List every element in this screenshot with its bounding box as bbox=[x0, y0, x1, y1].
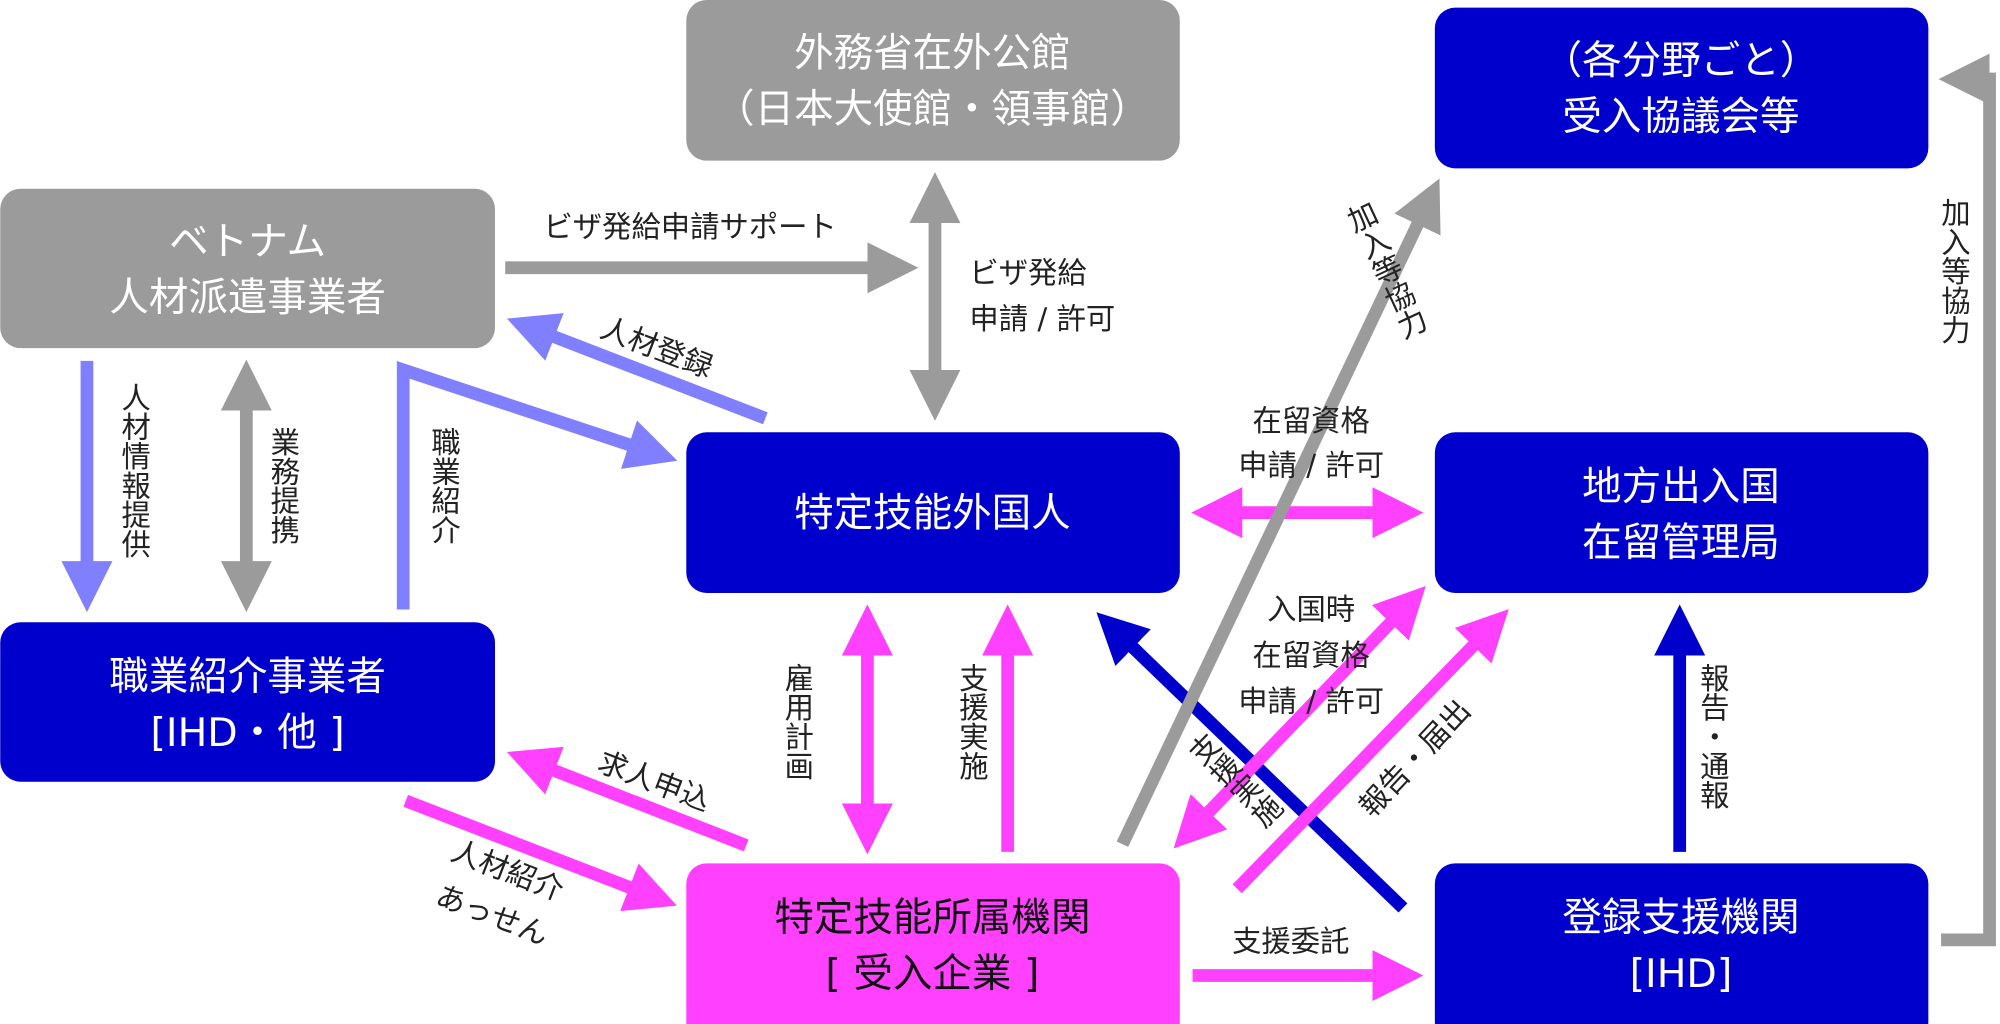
label-info-provision: 人材情報提供 bbox=[117, 383, 151, 559]
arrow-join-coop-diag bbox=[1116, 178, 1441, 847]
label-support-entrust: 支援委託 bbox=[1232, 924, 1349, 958]
arrow-job-referral bbox=[396, 360, 678, 610]
node-embassy: 外務省在外公館 （日本大使館・領事館） bbox=[686, 0, 1180, 161]
label-job-referral: 職業紹介 bbox=[427, 427, 461, 544]
node-label: [IHD] bbox=[1630, 951, 1733, 997]
label-entry-apply: 入国時 bbox=[1267, 593, 1355, 627]
node-label: 特定技能外国人 bbox=[794, 491, 1071, 537]
label-residence-apply: 在留資格 bbox=[1252, 404, 1369, 438]
node-label: 在留管理局 bbox=[1582, 520, 1780, 566]
arrow-referral bbox=[403, 794, 677, 912]
label-employment-plan: 雇用計画 bbox=[780, 663, 814, 781]
node-label: （各分野ごと） bbox=[1543, 38, 1820, 84]
label-report: 報告・通報 bbox=[1696, 663, 1730, 810]
node-label: [IHD・他 ] bbox=[151, 710, 345, 756]
label-visa-issue: 申請 / 許可 bbox=[969, 302, 1115, 336]
node-support-org: 登録支援機関 [IHD] bbox=[1434, 863, 1929, 1024]
node-label: （日本大使館・領事館） bbox=[715, 86, 1150, 132]
label-entry-apply: 申請 / 許可 bbox=[1238, 685, 1384, 719]
label-residence-apply: 申請 / 許可 bbox=[1238, 449, 1384, 483]
node-label: 外務省在外公館 bbox=[794, 30, 1071, 76]
label-join-coop: 加入等協力 bbox=[1937, 198, 1971, 345]
node-council: （各分野ごと） 受入協議会等 bbox=[1434, 7, 1929, 169]
node-vietnam-agency: ベトナム 人材派遣事業者 bbox=[0, 188, 496, 349]
node-label: 受入協議会等 bbox=[1562, 94, 1799, 140]
arrow-entry-apply bbox=[1173, 586, 1426, 849]
arrow-registration bbox=[506, 313, 768, 425]
node-foreign-worker: 特定技能外国人 bbox=[686, 432, 1180, 593]
label-partnership: 業務提携 bbox=[266, 427, 300, 545]
label-support-impl: 支援実施 bbox=[955, 663, 989, 781]
arrow-join-coop bbox=[1938, 53, 1996, 947]
node-immigration: 地方出入国 在留管理局 bbox=[1434, 432, 1929, 593]
label-visa-issue: ビザ発給 bbox=[969, 256, 1086, 290]
node-host-org: 特定技能所属機関 [ 受入企業 ] bbox=[686, 863, 1180, 1024]
node-placement-agency: 職業紹介事業者 [IHD・他 ] bbox=[0, 622, 496, 782]
arrow-job-offer bbox=[506, 746, 749, 852]
node-label: 職業紹介事業者 bbox=[109, 654, 386, 700]
arrow-report-notify bbox=[1232, 609, 1509, 894]
label-visa-support: ビザ発給申請サポート bbox=[543, 210, 836, 244]
node-label: [ 受入企業 ] bbox=[825, 951, 1039, 997]
node-label: 特定技能所属機関 bbox=[774, 895, 1090, 941]
node-label: 登録支援機関 bbox=[1562, 895, 1799, 941]
node-label: ベトナム bbox=[169, 219, 326, 265]
node-label: 地方出入国 bbox=[1582, 464, 1780, 510]
node-label: 人材派遣事業者 bbox=[109, 275, 386, 321]
label-entry-apply: 在留資格 bbox=[1252, 639, 1369, 673]
